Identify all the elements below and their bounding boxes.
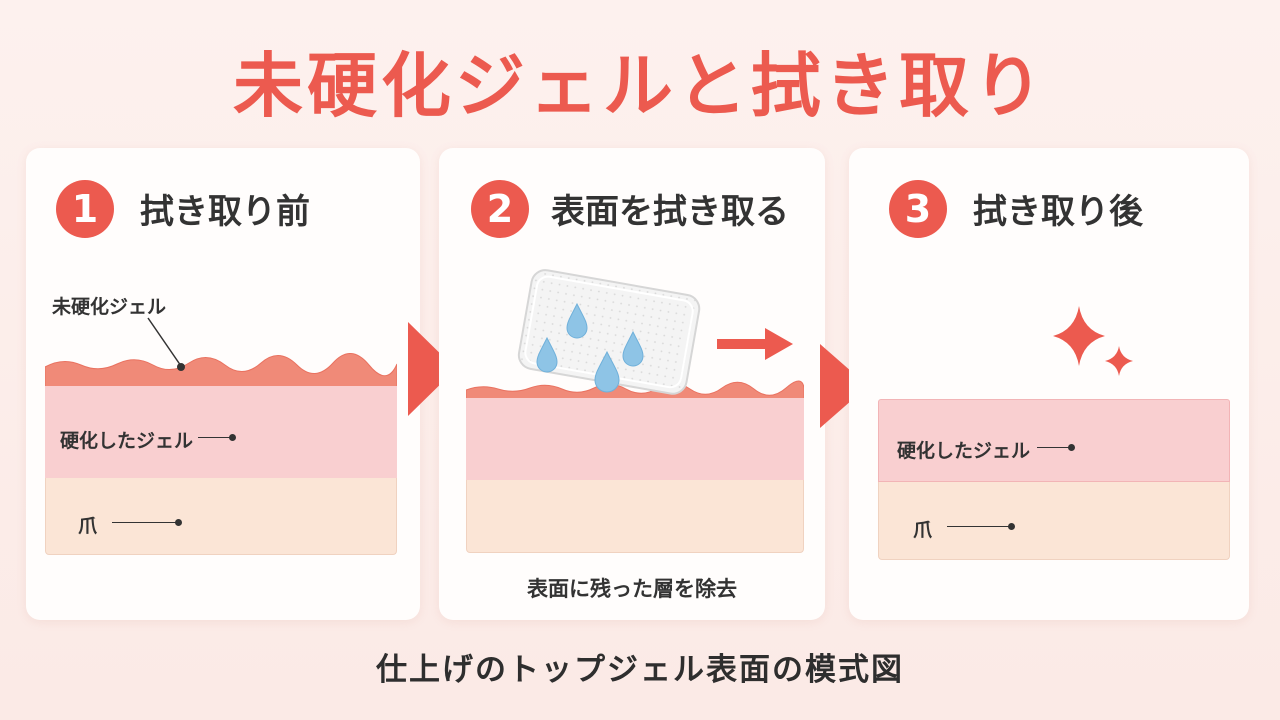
nail-label: 爪 — [913, 519, 933, 541]
sparkle-icon — [1053, 306, 1133, 376]
nail-label: 爪 — [78, 515, 98, 537]
nail-layer — [45, 478, 397, 555]
arrow-right-icon — [820, 344, 868, 428]
cured-gel-leader — [1037, 447, 1071, 448]
step-2-caption: 表面に残った層を除去 — [527, 577, 737, 601]
nail-leader — [112, 522, 178, 523]
step-2-badge: 2 — [471, 180, 529, 238]
cured-gel-layer — [45, 386, 397, 478]
uncured-gel-leader — [147, 317, 185, 371]
nail-layer — [466, 480, 804, 553]
step-3-panel: 3 拭き取り後 硬化したジェル 爪 — [849, 148, 1249, 620]
water-drop-icon — [536, 302, 644, 393]
cured-gel-dot — [229, 434, 236, 441]
step-2-title: 表面を拭き取る — [551, 192, 789, 232]
footer-caption: 仕上げのトップジェル表面の模式図 — [376, 652, 904, 688]
step-3-badge: 3 — [889, 180, 947, 238]
step-1-badge: 1 — [56, 180, 114, 238]
nail-dot — [175, 519, 182, 526]
cured-gel-label: 硬化したジェル — [60, 430, 194, 452]
arrow-right-icon — [408, 322, 456, 416]
nail-layer — [878, 482, 1230, 560]
cured-gel-layer — [878, 399, 1230, 482]
nail-leader — [947, 526, 1011, 527]
wipe-direction-arrow-icon — [717, 328, 793, 360]
wipe-pad-icon — [517, 269, 701, 395]
step-1-title: 拭き取り前 — [140, 192, 310, 232]
page-title: 未硬化ジェルと拭き取り — [233, 45, 1047, 127]
uncured-gel-label: 未硬化ジェル — [52, 296, 167, 318]
cured-gel-layer — [466, 398, 804, 480]
cured-gel-dot — [1068, 444, 1075, 451]
uncured-gel-layer — [45, 353, 397, 387]
step-2-panel: 2 表面を拭き取る 表面に残った層を除去 — [439, 148, 825, 620]
nail-dot — [1008, 523, 1015, 530]
step-1-panel: 1 拭き取り前 未硬化ジェル 硬化したジェル 爪 — [26, 148, 420, 620]
cured-gel-leader — [198, 437, 232, 438]
step-3-title: 拭き取り後 — [973, 192, 1143, 232]
cured-gel-label: 硬化したジェル — [897, 440, 1031, 462]
remaining-uncured-layer — [466, 380, 804, 402]
